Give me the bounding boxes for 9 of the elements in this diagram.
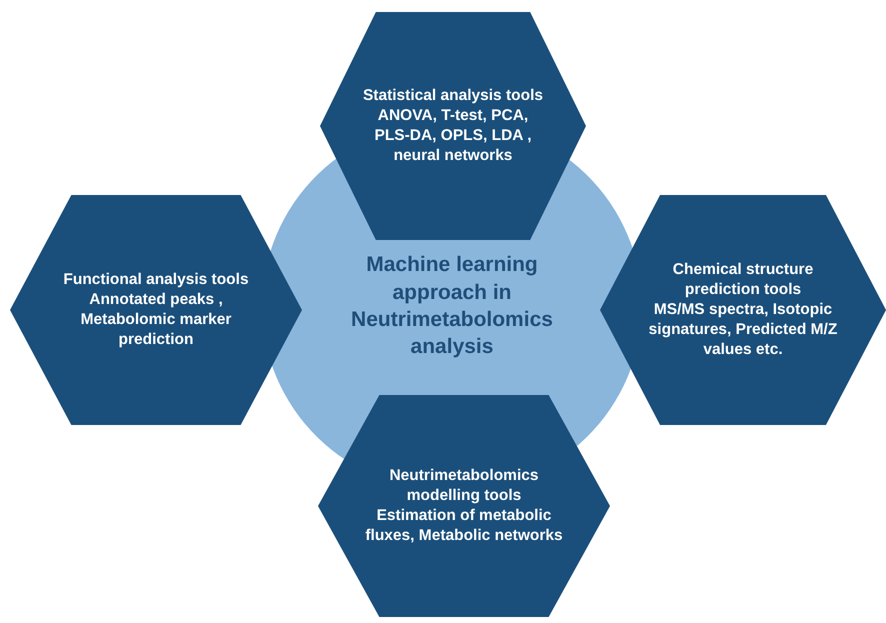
tool-examples: Estimation of metabolic fluxes, Metabolic networks: [364, 506, 564, 546]
tool-examples: Annotated peaks , Metabolomic marker prediction: [80, 290, 232, 350]
tool-examples: ANOVA, T-test, PCA, PLS-DA, OPLS, LDA , neural networks: [373, 106, 532, 166]
tool-heading: Functional analysis tools: [62, 270, 250, 290]
tool-examples: MS/MS spectra, Isotopic signatures, Predicted M/Z values etc.: [648, 300, 838, 360]
tool-heading: Statistical analysis tools: [362, 86, 544, 106]
tool-heading: Chemical structure prediction tools: [672, 260, 814, 300]
tool-heading: Neutrimetabolomics modelling tools: [388, 466, 540, 506]
center-title: Machine learning approach in Neutrimetabolomics analysis: [350, 252, 554, 360]
